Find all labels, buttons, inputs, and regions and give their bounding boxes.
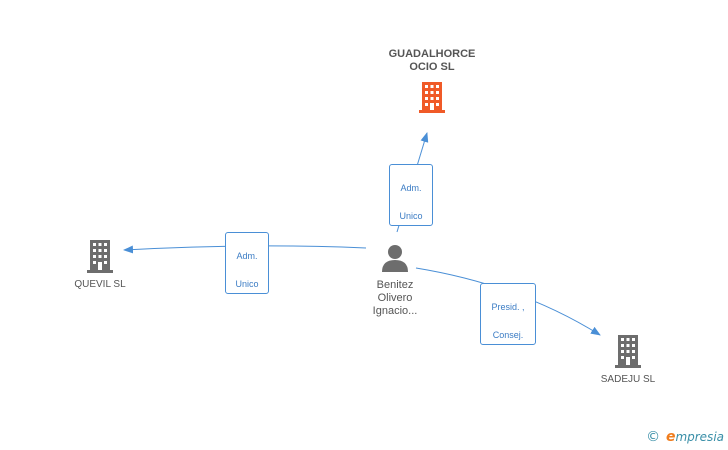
node-sadeju[interactable]: SADEJU SL: [588, 333, 668, 386]
building-icon: [419, 82, 445, 113]
edge-label-line2: Unico: [235, 279, 259, 289]
node-guadalhorce-label-line2: OCIO SL: [409, 61, 455, 73]
edge-label-line1: Presid. ,: [491, 302, 525, 312]
node-guadalhorce-label-line1: GUADALHORCE: [388, 48, 476, 60]
brand-logo: © empresia: [646, 429, 724, 445]
brand-rest: mpresia: [675, 430, 724, 444]
node-person-label-line1: Benitez: [376, 279, 414, 291]
edge-label-line1: Adm.: [236, 251, 258, 261]
node-person[interactable]: Benitez Olivero Ignacio...: [355, 243, 435, 318]
brand-e: e: [665, 429, 676, 445]
node-quevil-label: QUEVIL SL: [74, 279, 126, 290]
edge-label-quevil: Adm. Unico: [225, 232, 269, 294]
edge-label-line1: Adm.: [400, 183, 422, 193]
edge-label-guadalhorce: Adm. Unico: [389, 164, 433, 226]
copyright-icon: ©: [646, 429, 661, 445]
node-person-label-line2: Olivero: [377, 292, 413, 304]
node-guadalhorce-ocio[interactable]: GUADALHORCE OCIO SL: [377, 48, 487, 114]
node-quevil[interactable]: QUEVIL SL: [60, 238, 140, 291]
person-icon: [382, 245, 408, 272]
edge-label-line2: Unico: [399, 211, 423, 221]
building-icon: [615, 335, 641, 368]
node-person-label-line3: Ignacio...: [372, 305, 418, 317]
node-sadeju-label: SADEJU SL: [600, 374, 656, 385]
edge-label-line2: Consej.: [492, 330, 524, 340]
building-icon: [87, 240, 113, 273]
edge-label-sadeju: Presid. , Consej.: [480, 283, 536, 345]
